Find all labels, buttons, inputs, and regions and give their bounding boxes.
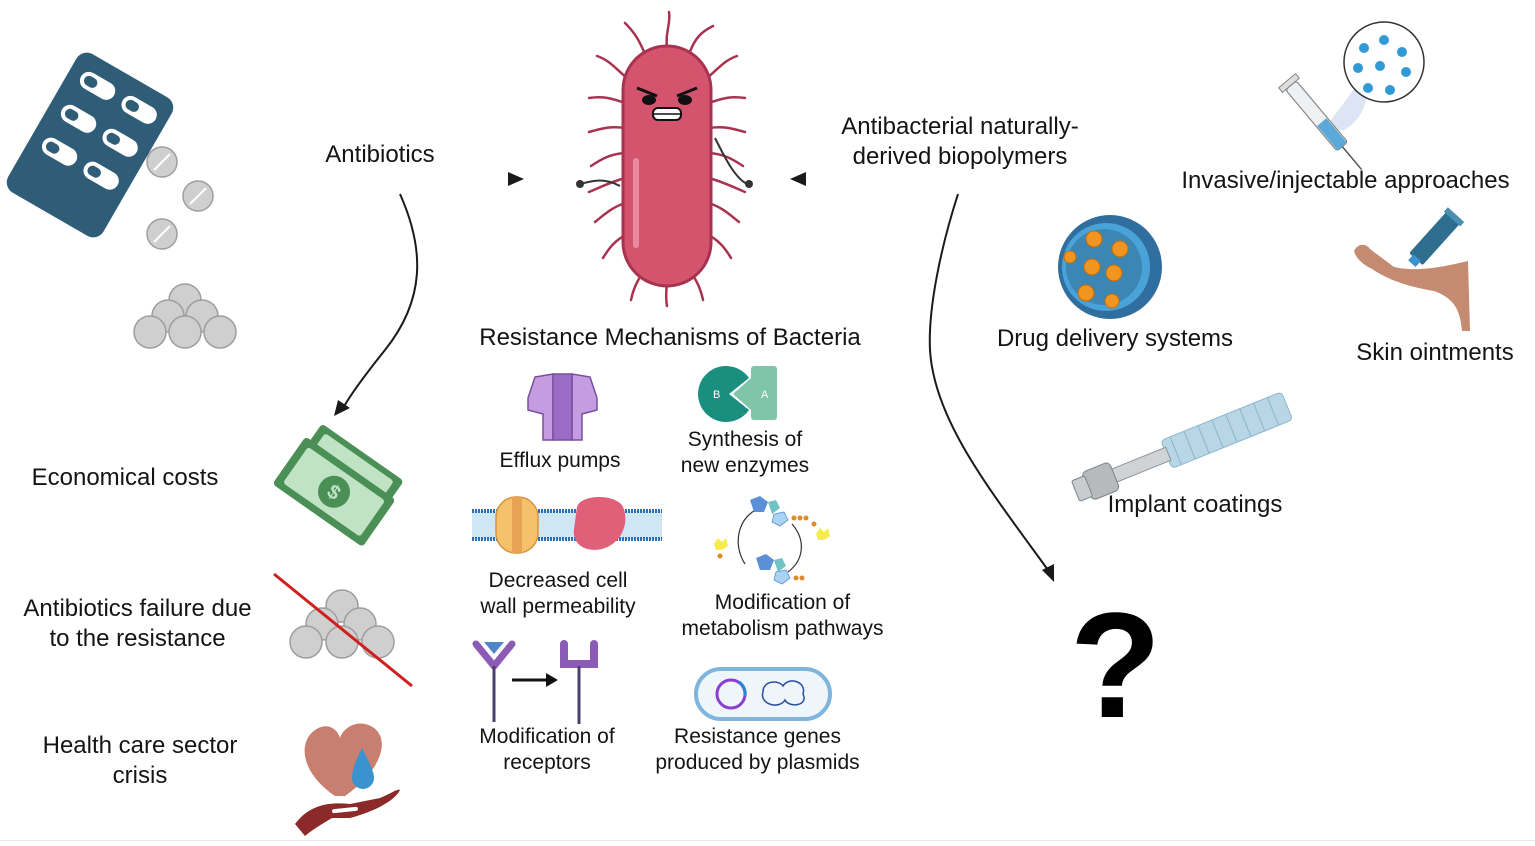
label-line: to the resistance <box>49 625 226 652</box>
label-line: receptors <box>503 751 591 774</box>
label-line: Modification of <box>479 725 615 748</box>
mechanism-receptors-label: Modification of receptors <box>452 724 642 776</box>
label-line: metabolism pathways <box>681 617 884 640</box>
mechanism-new-enzymes-label: Synthesis of new enzymes <box>650 427 840 479</box>
label-line: Modification of <box>714 591 851 614</box>
metabolism-cycle-icon <box>714 496 830 585</box>
coated-implant-icon <box>1071 392 1292 502</box>
angry-bacterium-icon <box>576 10 753 308</box>
unknown-outcome-question-mark: ? <box>1069 581 1162 749</box>
consequences-curved-arrow <box>334 193 419 416</box>
mechanism-metabolism-label: Modification of metabolism pathways <box>660 590 905 642</box>
consequence-health-care-crisis-label: Health care sector crisis <box>20 731 260 791</box>
heart-in-hand-icon <box>295 723 400 836</box>
approach-skin-ointments-label: Skin ointments <box>1356 339 1514 366</box>
pill-pile-icon <box>133 283 237 349</box>
antibiotics-label: Antibiotics <box>325 141 435 168</box>
mechanism-permeability-label: Decreased cell wall permeability <box>458 568 658 620</box>
label-line: Synthesis of <box>687 428 803 451</box>
label-line: wall permeability <box>480 595 636 618</box>
consequence-antibiotics-failure-label: Antibiotics failure due to the resistanc… <box>5 594 270 654</box>
crossed-pills-icon <box>273 572 413 688</box>
approach-implant-coatings-label: Implant coatings <box>1107 491 1283 518</box>
label-line: Antibiotics failure due <box>23 595 252 622</box>
loose-pills-icon <box>146 146 214 250</box>
label-line: crisis <box>112 762 168 789</box>
label-line: Antibacterial naturally- <box>841 113 1079 140</box>
efflux-pump-icon <box>527 373 598 441</box>
label-line: produced by plasmids <box>655 751 860 774</box>
outcome-curved-arrow <box>928 193 1054 582</box>
nanoparticle-icon <box>1058 215 1162 319</box>
bottom-divider <box>0 840 1535 841</box>
pill-blister-icon <box>6 52 174 238</box>
receptor-change-icon <box>472 640 598 724</box>
consequence-economical-costs-label: Economical costs <box>31 464 219 491</box>
biopolymers-arrow <box>790 172 1158 186</box>
syringe-icon <box>1277 21 1425 171</box>
approach-drug-delivery-label: Drug delivery systems <box>996 325 1234 352</box>
label-line: derived biopolymers <box>852 143 1068 170</box>
antibiotics-arrow <box>240 172 524 186</box>
enzyme-a-letter: A <box>761 389 769 401</box>
label-line: Decreased cell <box>488 569 628 592</box>
label-line: Resistance genes <box>674 725 841 748</box>
biopolymers-label: Antibacterial naturally- derived biopoly… <box>800 112 1120 172</box>
enzyme-b-letter: B <box>713 389 720 401</box>
approach-injectable-label: Invasive/injectable approaches <box>1181 167 1510 194</box>
label-line: Health care sector <box>42 732 238 759</box>
mechanism-plasmids-label: Resistance genes produced by plasmids <box>640 724 875 776</box>
label-line: new enzymes <box>680 454 810 477</box>
money-icon: $ <box>273 425 403 546</box>
mechanisms-title: Resistance Mechanisms of Bacteria <box>479 324 861 351</box>
membrane-icon <box>472 496 662 554</box>
ointment-tube-icon <box>1354 207 1470 331</box>
enzyme-icon: B A <box>698 366 777 422</box>
plasmid-cell-icon <box>694 667 832 721</box>
mechanism-efflux-pumps-label: Efflux pumps <box>499 449 621 472</box>
